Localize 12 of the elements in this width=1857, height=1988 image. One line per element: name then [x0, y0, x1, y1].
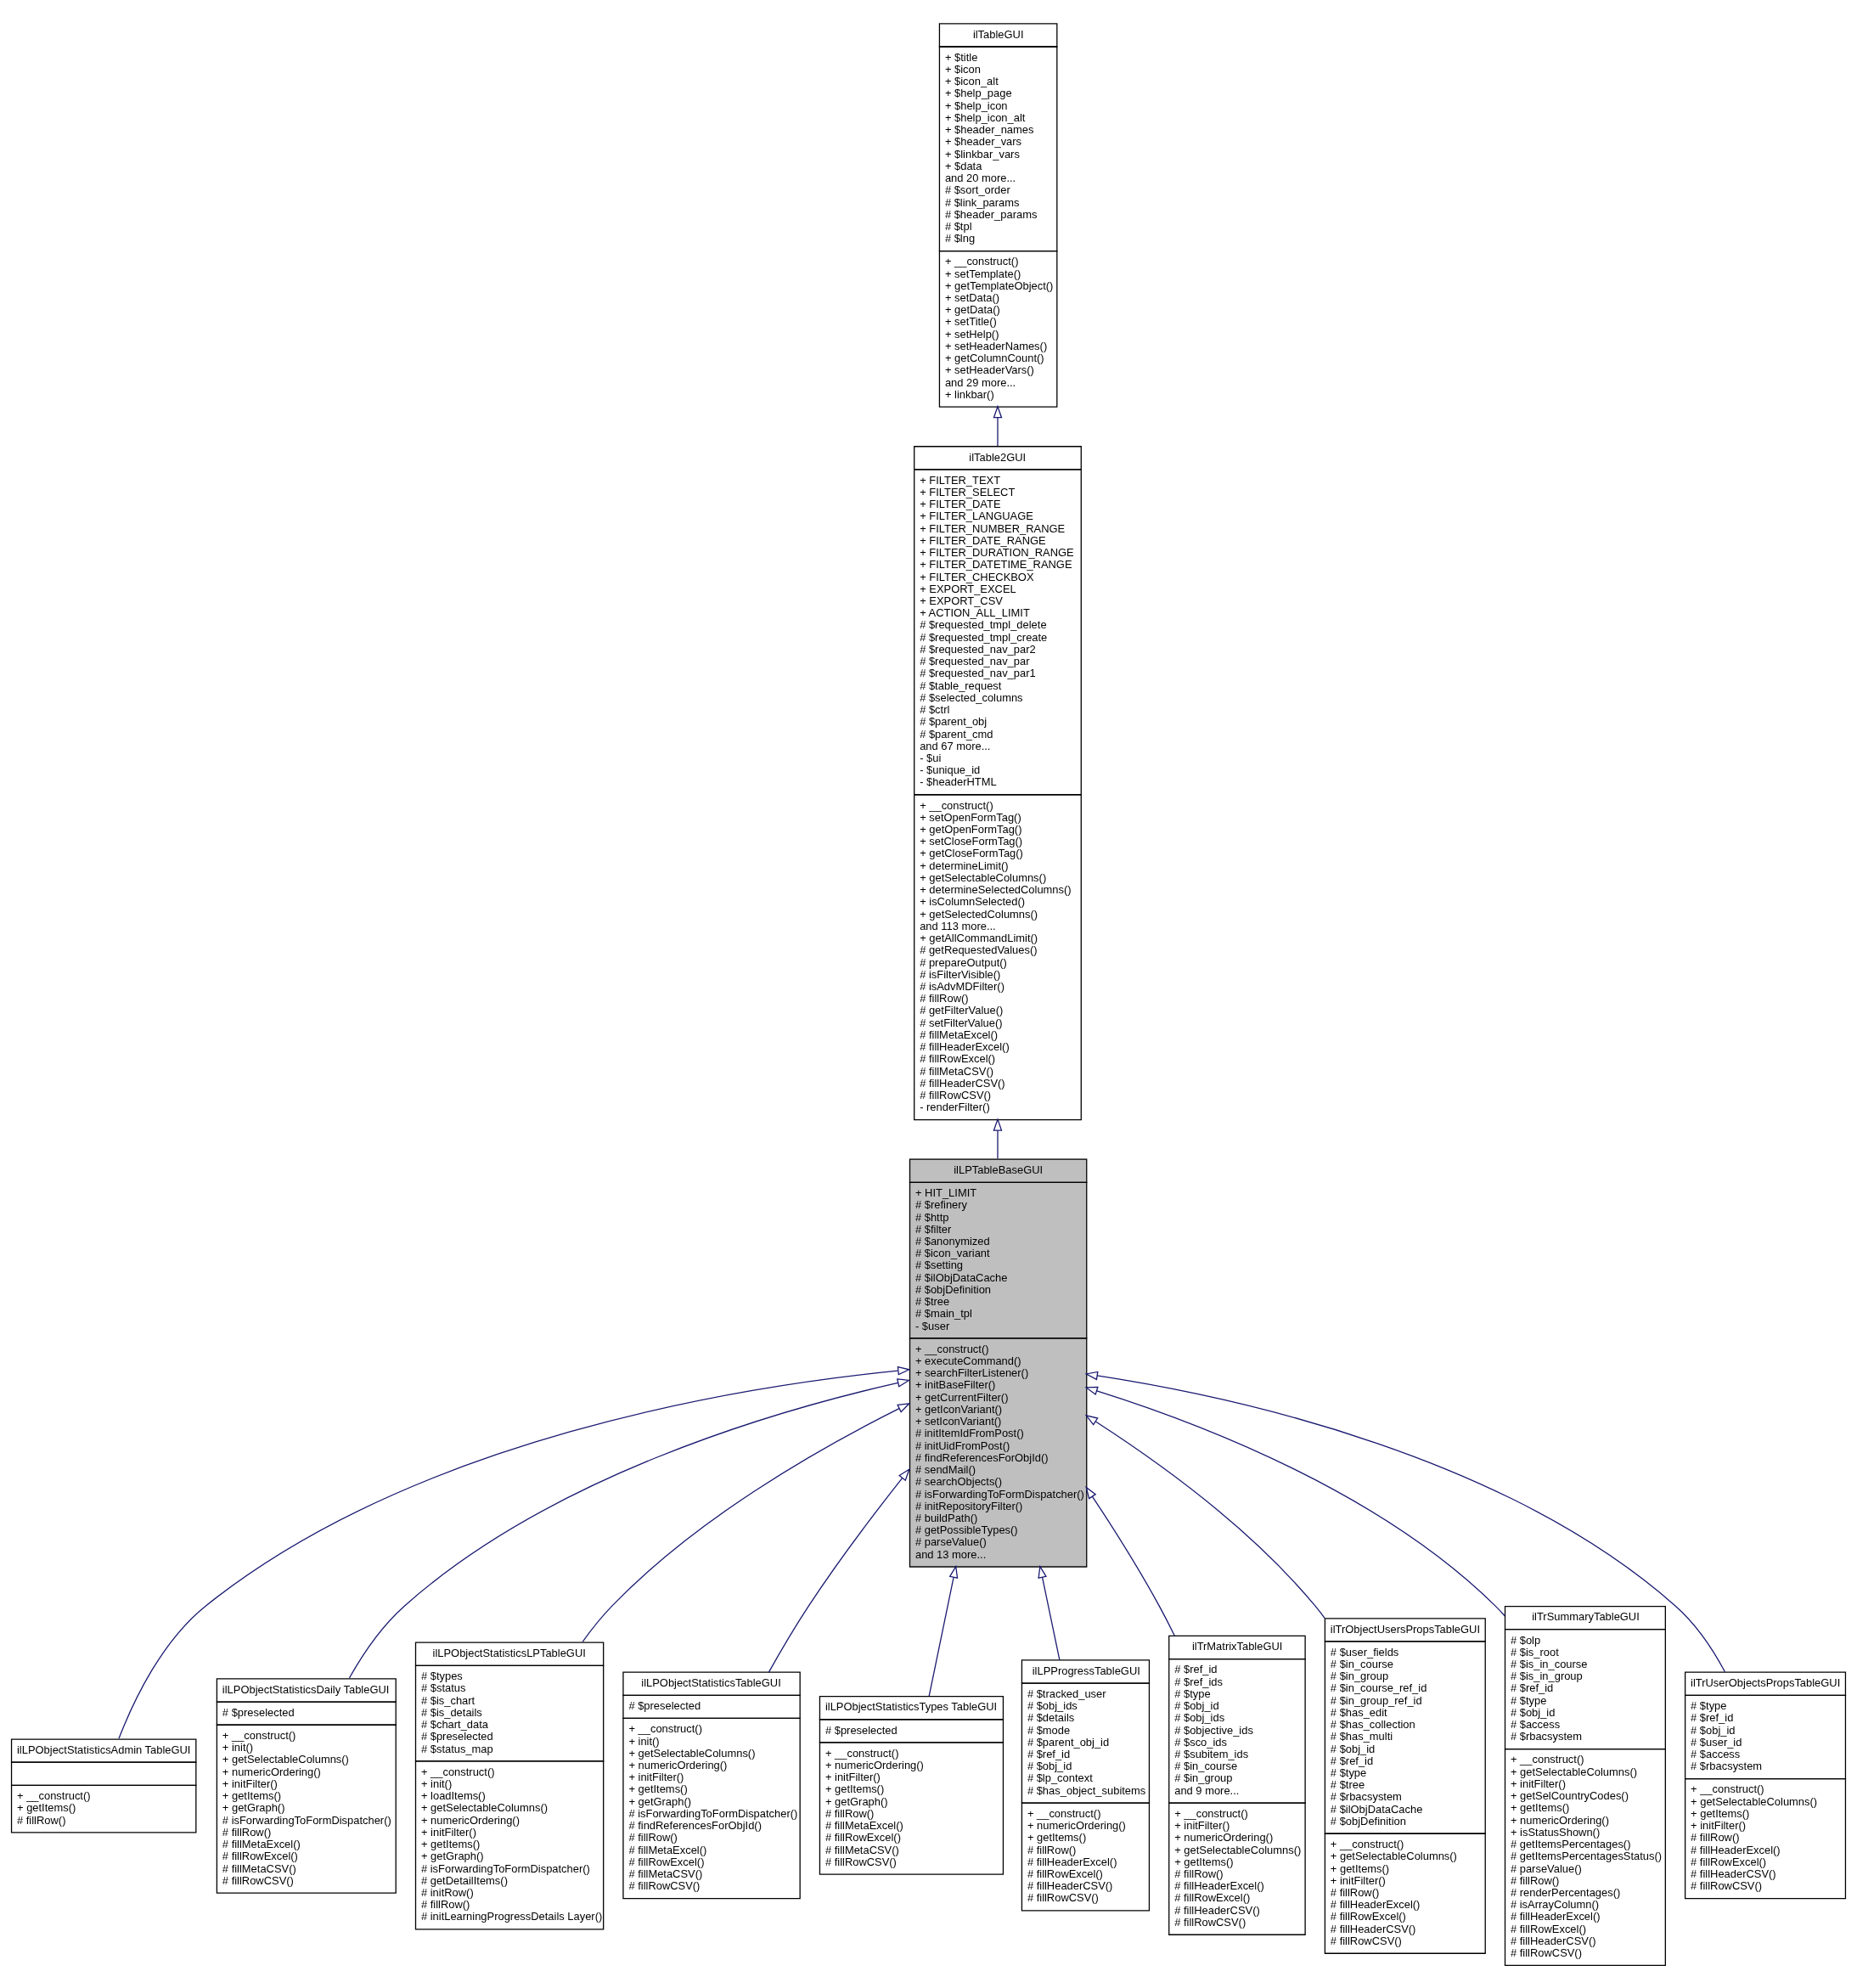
- arrow: [993, 1118, 1003, 1159]
- arrow: [1084, 1414, 1325, 1619]
- arrow: [348, 1378, 911, 1679]
- arrow: [928, 1564, 959, 1697]
- arrow: [1038, 1564, 1061, 1661]
- arrow: [1085, 1485, 1175, 1636]
- arrow: [1084, 1386, 1505, 1617]
- arrow: [993, 404, 1003, 447]
- arrow: [768, 1467, 910, 1673]
- arrow: [1084, 1371, 1726, 1673]
- arrow: [582, 1402, 911, 1642]
- arrow: [118, 1366, 911, 1739]
